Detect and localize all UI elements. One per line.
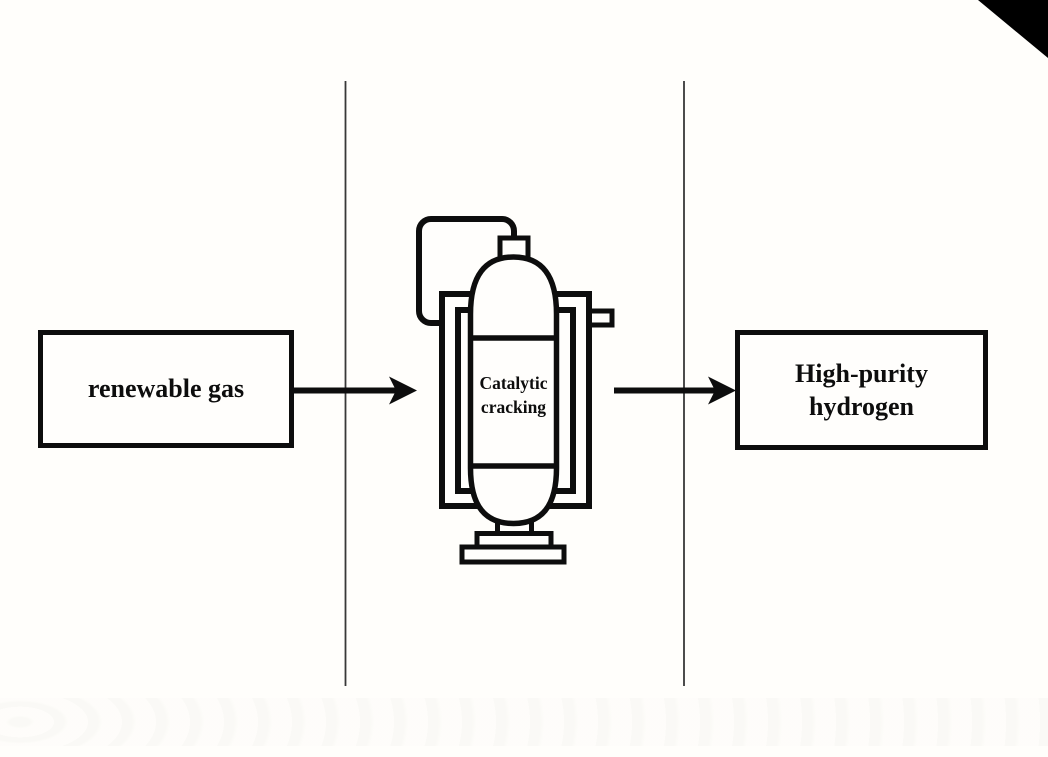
arrowhead-icon [708, 376, 736, 405]
node-hydrogen-label-line2: hydrogen [809, 392, 914, 421]
catalytic-cracking-reactor [416, 216, 615, 565]
node-renewable-gas-label: renewable gas [87, 374, 245, 403]
node-hydrogen-label-line1: High-purity [795, 359, 928, 388]
reactor-label-line2: cracking [480, 397, 547, 417]
reactor-pedestal-base [459, 544, 567, 565]
reactor-label-line1: Catalytic [479, 373, 548, 393]
node-high-purity-hydrogen: High-purity hydrogen [735, 330, 988, 450]
node-renewable-gas: renewable gas [38, 330, 294, 448]
flow-arrow-input [293, 376, 417, 405]
arrowhead-icon [389, 376, 417, 405]
flow-arrow-output [614, 376, 736, 405]
reactor-label: Catalytic cracking [448, 371, 579, 419]
